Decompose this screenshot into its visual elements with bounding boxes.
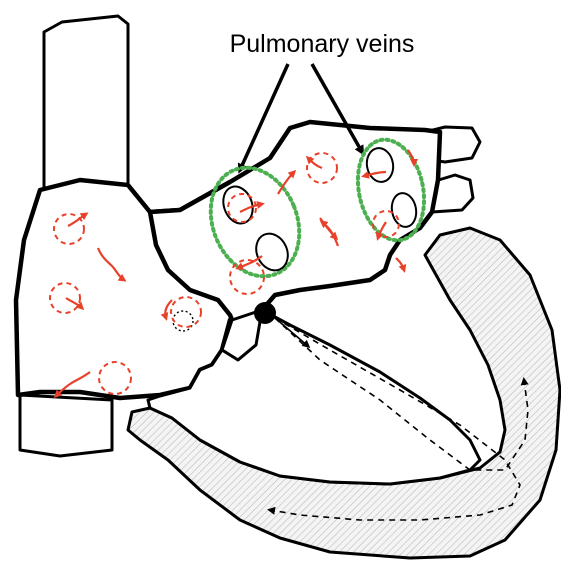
pulmonary-veins-label: Pulmonary veins <box>230 30 415 58</box>
av-node <box>254 302 276 324</box>
red-arrow-icon <box>396 258 404 270</box>
superior-vena-cava <box>44 16 128 190</box>
inferior-vena-cava <box>20 395 112 456</box>
